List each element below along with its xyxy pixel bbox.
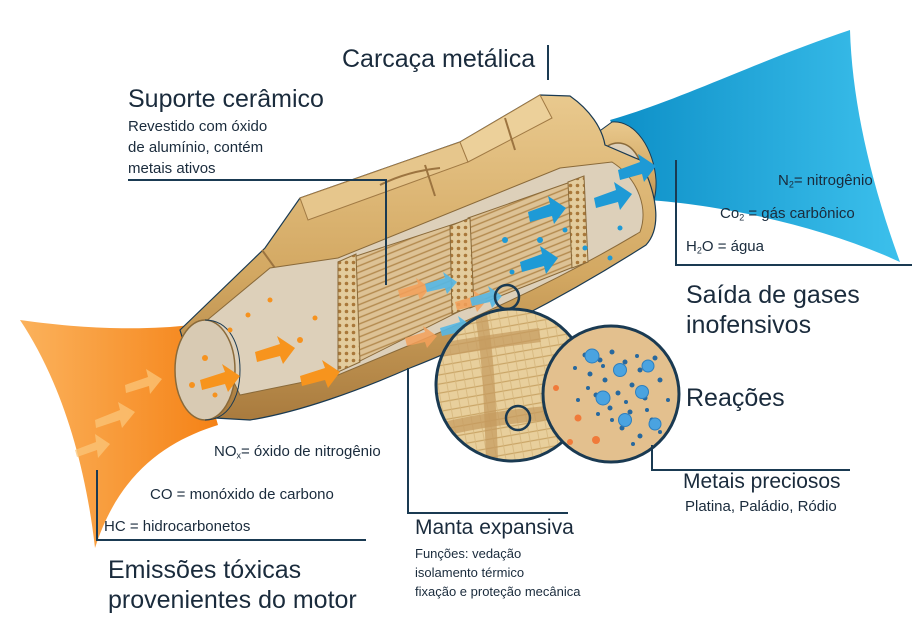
label-carcaca: Carcaça metálica [342,45,536,73]
label-manta-desc-2: isolamento térmico [415,565,525,580]
label-saida-2: inofensivos [686,311,812,339]
label-manta-title: Manta expansiva [415,516,574,539]
leader-lines [96,45,912,541]
ceramic-end-face-1 [337,253,361,373]
label-emissoes-1: Emissões tóxicas [108,556,302,584]
ceramic-end-face-3 [567,175,589,269]
label-co: CO = monóxido de carbono [150,486,334,503]
label-saida-1: Saída de gases [686,281,860,309]
label-suporte-desc-3: metais ativos [128,160,216,177]
label-manta-desc-3: fixação e proteção mecânica [415,584,581,599]
outlet-gas-stream [610,30,900,262]
label-metais-title: Metais preciosos [683,470,841,493]
inlet-gas-stream [20,320,218,548]
label-suporte-desc-1: Revestido com óxido [128,118,268,135]
label-manta-desc-1: Funções: vedação [415,546,522,561]
label-suporte-title: Suporte cerâmico [128,85,324,113]
label-n2: N2= nitrogênio [778,172,873,190]
label-suporte-desc-2: de alumínio, contém [128,139,264,156]
magnified-metals-circle [541,324,681,464]
label-h2o: H2O = água [686,238,764,256]
label-reacoes: Reações [686,384,785,412]
label-co2: Co2 = gás carbônico [720,205,855,223]
label-nox: NOx= óxido de nitrogênio [214,443,381,461]
label-hc: HC = hidrocarbonetos [104,518,251,535]
label-metais-desc: Platina, Paládio, Ródio [685,498,837,515]
label-emissoes-2: provenientes do motor [108,586,357,614]
inlet-mouth [174,319,241,421]
